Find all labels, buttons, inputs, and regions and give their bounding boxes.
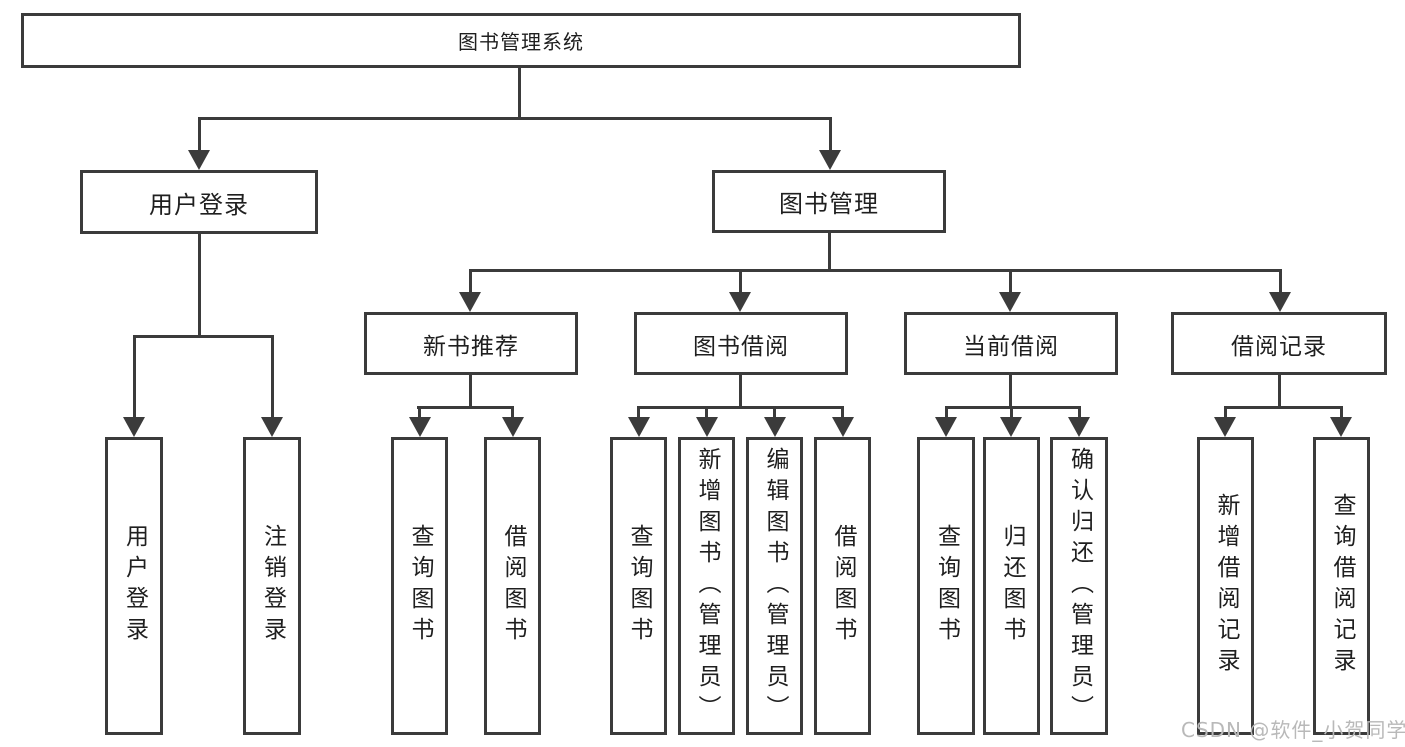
connector-line (1224, 406, 1227, 419)
arrow-down-icon (502, 417, 524, 437)
node-label: 查询图书 (933, 524, 960, 648)
connector-line (133, 335, 136, 419)
connector-line (1009, 269, 1012, 294)
connector-line (945, 406, 1081, 409)
leaf-logout: 注销登录 (243, 437, 301, 735)
connector-line (271, 335, 274, 419)
node-label: 查询图书 (626, 524, 652, 648)
node-label: 新增借阅记录 (1213, 493, 1239, 679)
connector-line (469, 269, 1282, 272)
node-label: 新增图书（管理员） (694, 446, 720, 726)
arrow-down-icon (1330, 417, 1352, 437)
node-label: 借阅图书 (500, 524, 526, 648)
node-current-borrow: 当前借阅 (904, 312, 1118, 375)
arrow-down-icon (935, 417, 957, 437)
node-label: 用户登录 (121, 524, 148, 648)
connector-line (739, 269, 742, 294)
watermark: CSDN @软件_小贺同学 (1181, 718, 1405, 742)
arrow-down-icon (819, 150, 841, 170)
connector-line (198, 234, 201, 336)
connector-line (469, 375, 472, 408)
node-label: 图书借阅 (693, 333, 789, 360)
leaf-user-login: 用户登录 (105, 437, 163, 735)
node-label: 图书管理系统 (458, 30, 584, 54)
arrow-down-icon (764, 417, 786, 437)
arrow-down-icon (1214, 417, 1236, 437)
connector-line (1278, 375, 1281, 408)
connector-line (518, 68, 521, 118)
node-label: 借阅记录 (1231, 333, 1327, 360)
node-borrow-records: 借阅记录 (1171, 312, 1387, 375)
node-label: 确认归还（管理员） (1066, 446, 1093, 726)
node-label: 注销登录 (259, 524, 286, 648)
arrow-down-icon (123, 417, 145, 437)
arrow-down-icon (261, 417, 283, 437)
arrow-down-icon (729, 292, 751, 312)
connector-line (637, 406, 844, 409)
node-library-management-system: 图书管理系统 (21, 13, 1021, 68)
connector-line (418, 406, 421, 419)
connector-line (511, 406, 514, 419)
connector-line (1009, 375, 1012, 408)
arrow-down-icon (1000, 417, 1022, 437)
leaf-borrow-books-borrow: 借阅图书 (814, 437, 871, 735)
leaf-add-book-admin: 新增图书（管理员） (678, 437, 735, 735)
connector-line (1078, 406, 1081, 419)
node-label: 归还图书 (999, 524, 1025, 648)
node-label: 查询图书 (407, 524, 433, 648)
connector-line (637, 406, 640, 419)
connector-line (829, 117, 832, 152)
arrow-down-icon (1068, 417, 1090, 437)
node-label: 借阅图书 (830, 524, 856, 648)
connector-line (198, 117, 201, 152)
connector-line (828, 233, 831, 272)
arrow-down-icon (696, 417, 718, 437)
node-book-borrow: 图书借阅 (634, 312, 848, 375)
connector-line (1224, 406, 1343, 409)
connector-line (469, 269, 472, 294)
arrow-down-icon (628, 417, 650, 437)
connector-line (773, 406, 776, 419)
node-new-book-recommend: 新书推荐 (364, 312, 578, 375)
connector-line (739, 375, 742, 408)
connector-line (705, 406, 708, 419)
connector-line (133, 335, 274, 338)
arrow-down-icon (832, 417, 854, 437)
connector-line (841, 406, 844, 419)
leaf-query-books-borrow: 查询图书 (610, 437, 667, 735)
node-book-management: 图书管理 (712, 170, 946, 233)
leaf-return-book: 归还图书 (983, 437, 1040, 735)
connector-line (1279, 269, 1282, 294)
arrow-down-icon (459, 292, 481, 312)
node-label: 当前借阅 (963, 333, 1059, 360)
node-label: 编辑图书（管理员） (762, 446, 788, 726)
node-label: 新书推荐 (423, 333, 519, 360)
arrow-down-icon (188, 150, 210, 170)
connector-line (1010, 406, 1013, 419)
node-user-login: 用户登录 (80, 170, 318, 234)
connector-line (945, 406, 948, 419)
arrow-down-icon (409, 417, 431, 437)
leaf-query-borrow-record: 查询借阅记录 (1313, 437, 1370, 735)
leaf-edit-book-admin: 编辑图书（管理员） (746, 437, 803, 735)
leaf-query-books-newbook: 查询图书 (391, 437, 448, 735)
connector-line (198, 117, 832, 120)
connector-line (417, 406, 514, 409)
node-label: 用户登录 (149, 190, 249, 219)
node-label: 查询借阅记录 (1329, 493, 1355, 679)
connector-line (1340, 406, 1343, 419)
arrow-down-icon (999, 292, 1021, 312)
arrow-down-icon (1269, 292, 1291, 312)
leaf-add-borrow-record: 新增借阅记录 (1197, 437, 1254, 735)
leaf-borrow-books-newbook: 借阅图书 (484, 437, 541, 735)
leaf-query-books-current: 查询图书 (917, 437, 975, 735)
node-label: 图书管理 (779, 190, 879, 218)
leaf-confirm-return-admin: 确认归还（管理员） (1050, 437, 1108, 735)
